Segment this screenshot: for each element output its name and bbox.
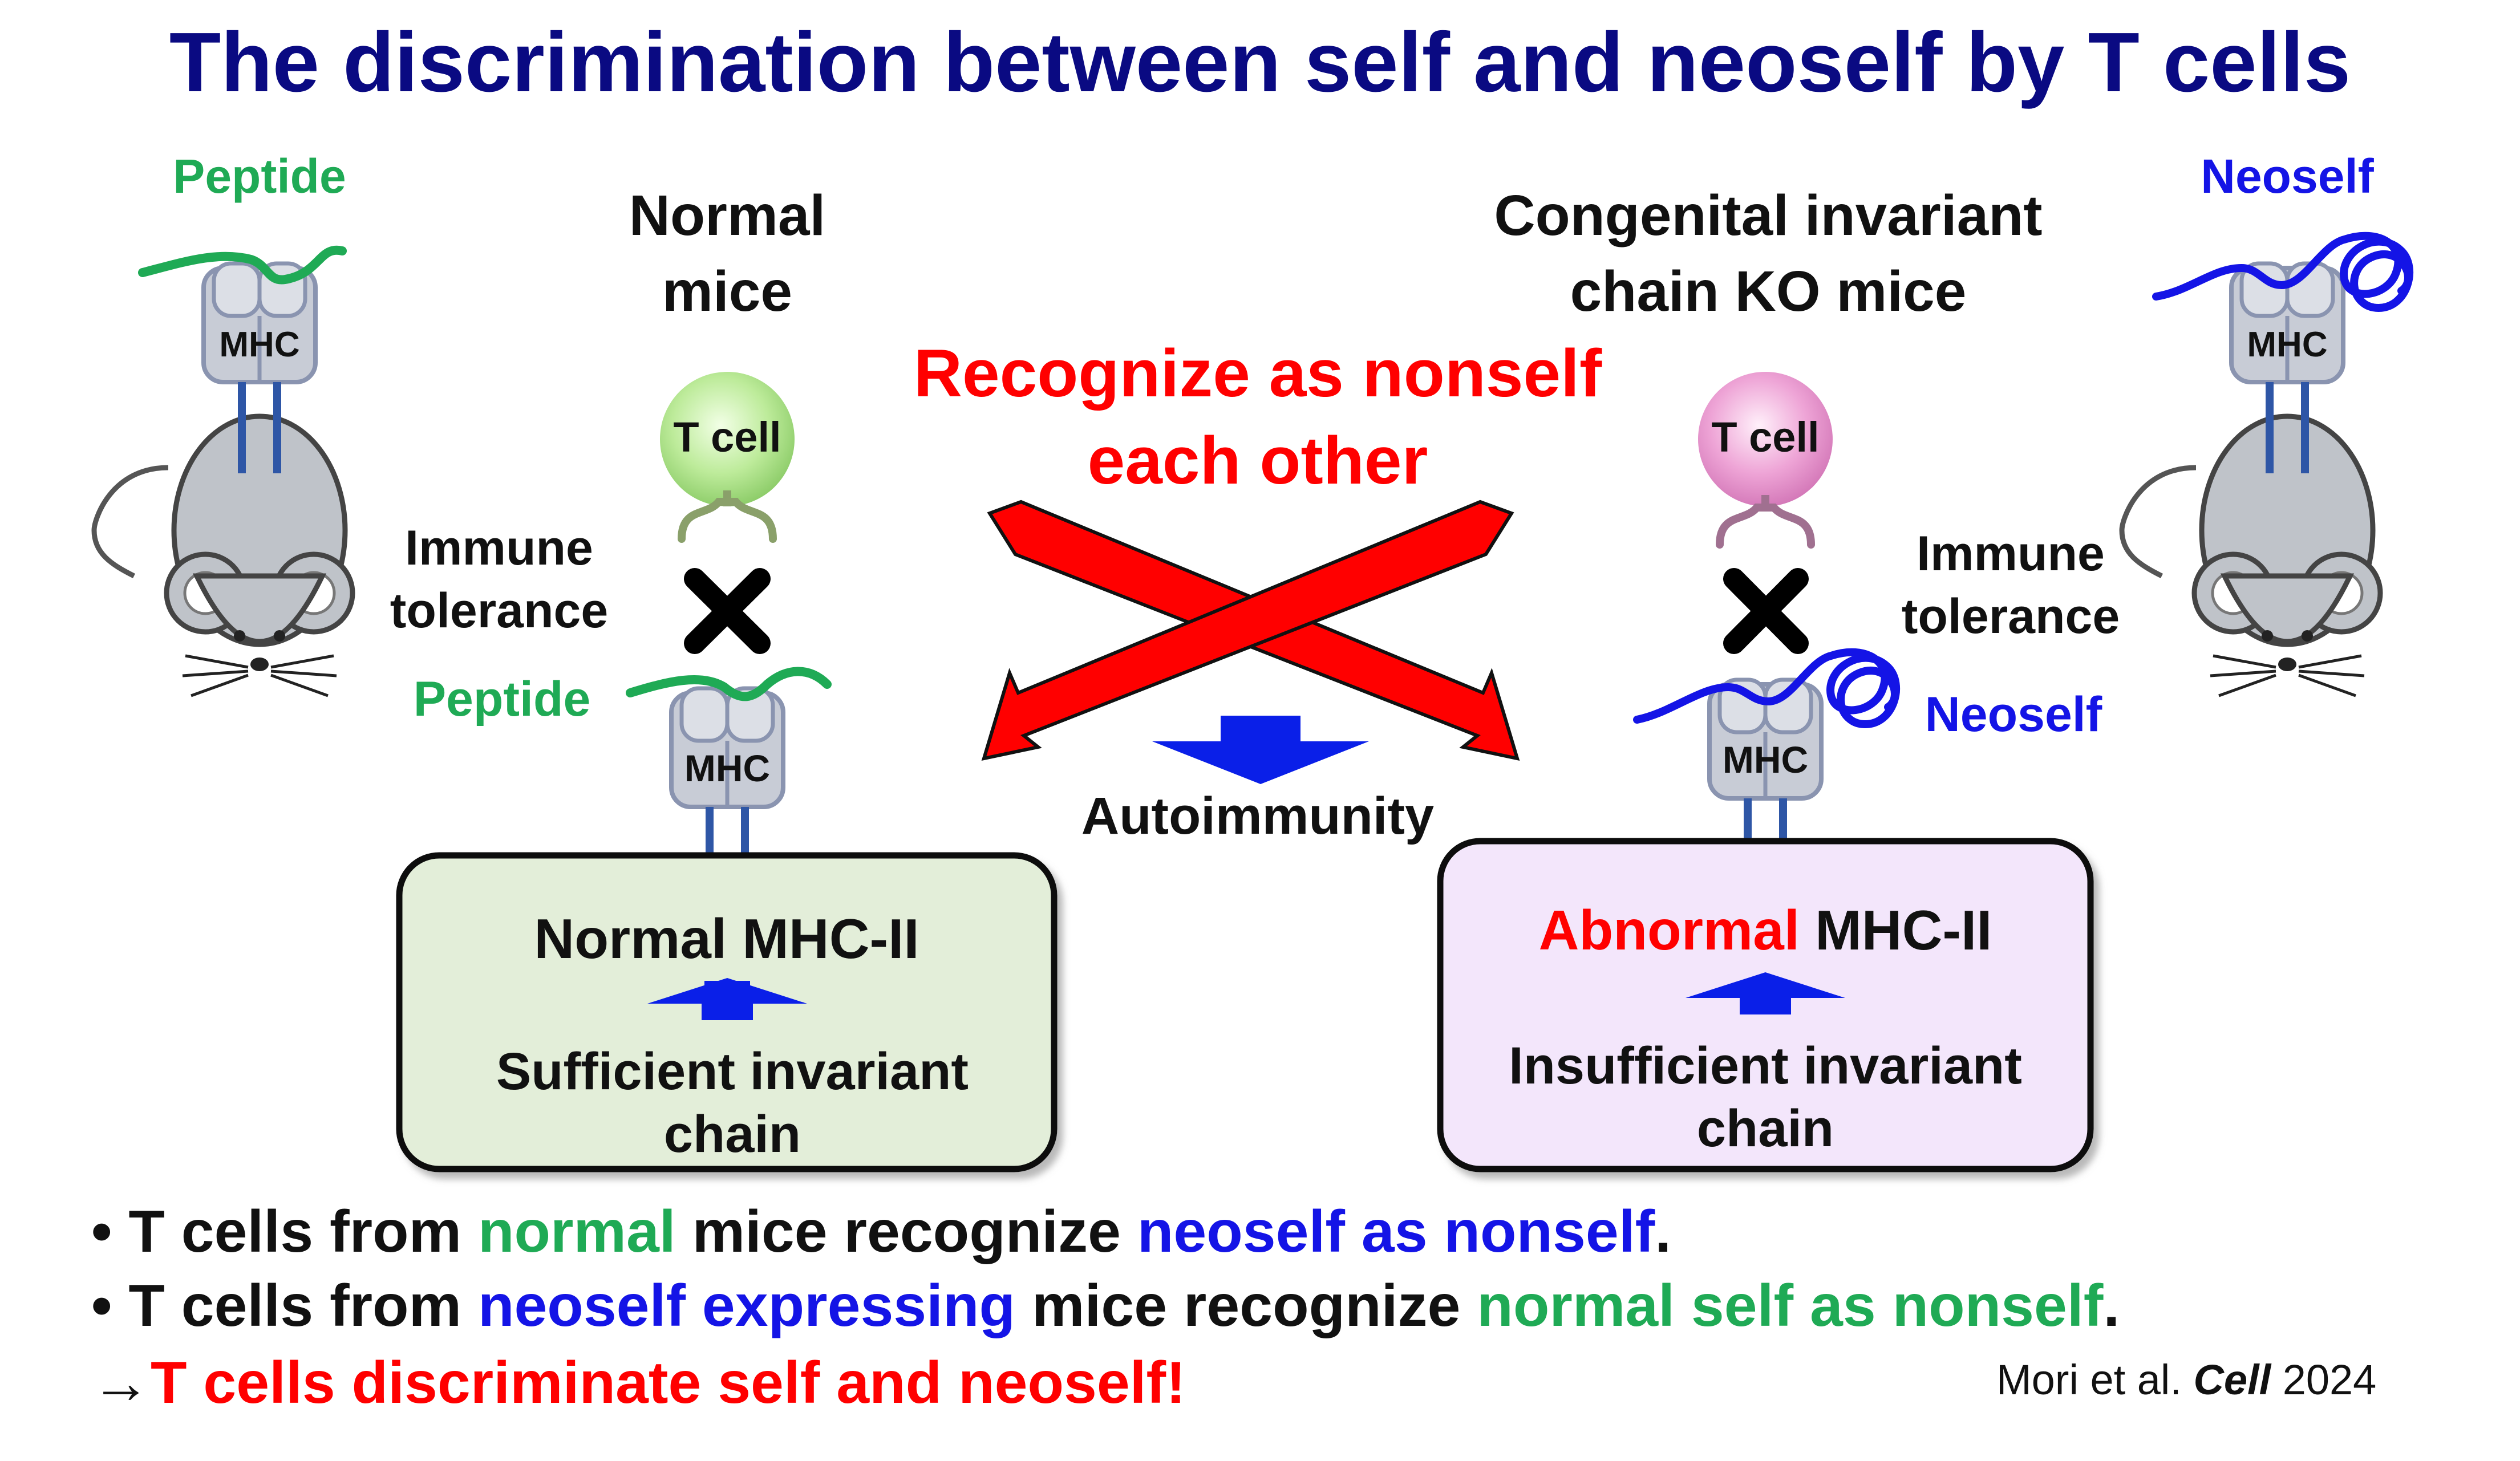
conclusion-arrow-icon: → xyxy=(91,1350,151,1416)
citation-authors: Mori et al. xyxy=(1996,1356,2193,1403)
citation: Mori et al. Cell 2024 xyxy=(1996,1356,2376,1403)
right-box-title: Abnormal MHC-II xyxy=(1539,899,1992,961)
bullet-dot: • xyxy=(91,1273,128,1339)
right-tolerance-line2: tolerance xyxy=(1902,589,2120,644)
left-normal-mhc-box: Normal MHC-II Sufficient invariant chain xyxy=(396,852,1058,1172)
left-box-sub-line1: Sufficient invariant xyxy=(496,1042,969,1101)
bullet-2-part3: mice recognize xyxy=(1015,1273,1477,1339)
up-arrow-icon xyxy=(647,978,807,1020)
right-tolerance-line1: Immune xyxy=(1917,526,2105,581)
right-box-title-abnormal: Abnormal xyxy=(1539,899,1800,961)
right-neoself-label: Neoself xyxy=(1925,687,2102,742)
left-mouse-figure: Peptide MHC xyxy=(94,149,353,696)
left-peptide-label: Peptide xyxy=(414,672,591,727)
left-heading-line2: mice xyxy=(662,259,792,323)
bullet-2: • T cells from neoself expressing mice r… xyxy=(91,1273,2120,1339)
right-neoself-top-label: Neoself xyxy=(2201,149,2374,203)
mhc-icon: MHC xyxy=(671,688,783,898)
citation-year: 2024 xyxy=(2271,1356,2376,1403)
left-heading-line1: Normal xyxy=(629,184,826,247)
left-box-sub-line2: chain xyxy=(664,1105,801,1163)
right-mouse-mhc-label: MHC xyxy=(2247,325,2327,364)
right-heading-line1: Congenital invariant xyxy=(1494,184,2042,247)
left-tolerance-line2: tolerance xyxy=(390,583,608,638)
right-mouse-figure: Neoself MHC xyxy=(2122,149,2414,696)
right-box-sub-line1: Insufficient invariant xyxy=(1509,1037,2022,1095)
right-abnormal-mhc-box: Abnormal MHC-II Insufficient invariant c… xyxy=(1437,838,2094,1172)
neoself-strand-icon xyxy=(1633,648,1901,728)
down-arrow-icon xyxy=(1152,716,1369,784)
bullet-2-part5: . xyxy=(2103,1273,2120,1339)
left-box-title: Normal MHC-II xyxy=(534,907,919,970)
right-box-sub-line2: chain xyxy=(1697,1099,1834,1158)
left-tcell: T cell xyxy=(660,372,795,543)
mhc-icon: MHC xyxy=(2231,263,2343,473)
right-heading-line2: chain KO mice xyxy=(1570,259,1967,323)
left-tolerance-line1: Immune xyxy=(405,521,593,575)
left-mhc-label: MHC xyxy=(684,747,770,789)
bullet-2-part1: T cells from xyxy=(128,1273,478,1339)
up-arrow-icon xyxy=(1686,972,1845,1014)
citation-journal: Cell xyxy=(2193,1356,2271,1403)
bullet-1-part2: normal xyxy=(478,1199,676,1265)
conclusion: →T cells discriminate self and neoself! xyxy=(91,1350,1186,1416)
right-tcell: T cell xyxy=(1698,372,1833,549)
recognize-line1: Recognize as nonself xyxy=(914,336,1602,411)
bullet-1-part5: . xyxy=(1655,1199,1671,1265)
mouse-icon xyxy=(2122,416,2380,696)
right-mhc-label: MHC xyxy=(1723,738,1808,781)
mhc-icon: MHC xyxy=(204,263,315,473)
bullet-dot: • xyxy=(91,1199,128,1265)
bullet-1-part3: mice recognize xyxy=(676,1199,1137,1265)
block-x-icon xyxy=(1723,568,1809,654)
peptide-strand-icon xyxy=(626,667,832,701)
red-arrow-left xyxy=(981,500,1514,761)
page-title: The discrimination between self and neos… xyxy=(169,15,2351,109)
conclusion-text: T cells discriminate self and neoself! xyxy=(151,1350,1186,1416)
left-mouse-mhc-label: MHC xyxy=(219,325,299,364)
bullet-2-part2: neoself expressing xyxy=(478,1273,1015,1339)
bullet-1-part1: T cells from xyxy=(128,1199,478,1265)
left-peptide-top-label: Peptide xyxy=(173,149,346,203)
recognize-line2: each other xyxy=(1088,423,1428,498)
bullet-1: • T cells from normal mice recognize neo… xyxy=(91,1199,1671,1265)
crossing-red-arrows xyxy=(981,500,1520,761)
mhc-icon: MHC xyxy=(1709,680,1821,890)
right-box-title-rest: MHC-II xyxy=(1800,899,1992,961)
bullet-list: • T cells from normal mice recognize neo… xyxy=(91,1199,2120,1416)
bullet-1-part4: neoself as nonself xyxy=(1137,1199,1655,1265)
autoimmunity-label: Autoimmunity xyxy=(1081,787,1434,845)
mouse-icon xyxy=(94,416,353,696)
peptide-strand-icon xyxy=(138,245,347,285)
block-x-icon xyxy=(684,568,771,654)
neoself-strand-icon xyxy=(2152,232,2414,312)
bullet-2-part4: normal self as nonself xyxy=(1477,1273,2103,1339)
right-tcell-label: T cell xyxy=(1711,413,1819,461)
left-tcell-label: T cell xyxy=(673,413,781,461)
